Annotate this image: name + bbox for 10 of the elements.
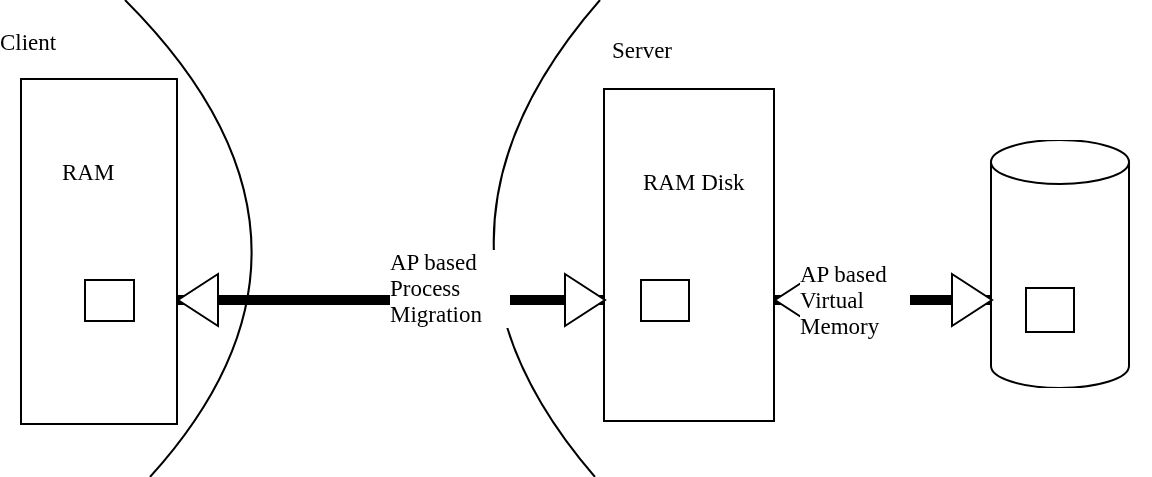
memory-box xyxy=(20,78,178,425)
edge-label: AP based Process Migration xyxy=(390,250,510,328)
box-title: RAM Disk xyxy=(643,170,745,196)
region-label: Client xyxy=(0,30,57,56)
small-box xyxy=(640,279,690,322)
box-title: RAM xyxy=(62,160,115,186)
small-box xyxy=(84,279,135,322)
region-label: Server xyxy=(612,38,673,64)
memory-box xyxy=(603,88,775,422)
small-box xyxy=(1025,287,1075,333)
